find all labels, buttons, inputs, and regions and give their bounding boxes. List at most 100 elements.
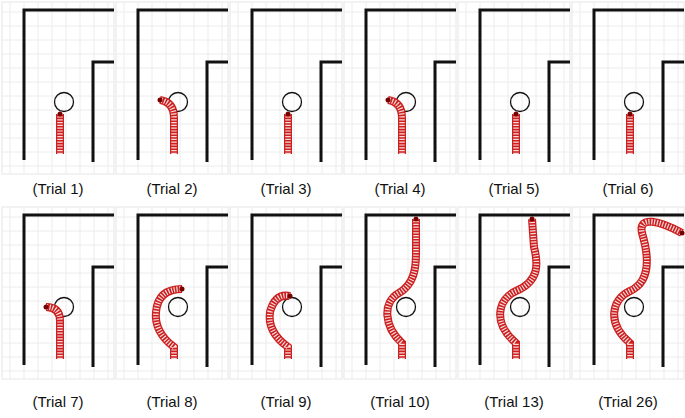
obstacle-circle bbox=[283, 298, 302, 317]
grid-line bbox=[458, 329, 570, 330]
panel-frame bbox=[572, 207, 684, 379]
grid-line bbox=[116, 329, 228, 330]
grid-line bbox=[458, 217, 570, 218]
grid-line bbox=[2, 40, 114, 41]
grid-line bbox=[222, 2, 223, 174]
grid-line bbox=[2, 245, 114, 246]
trajectory-rungs bbox=[160, 100, 174, 154]
trial-caption: (Trial 13) bbox=[458, 393, 570, 411]
panel-frame bbox=[2, 207, 114, 379]
panel-frame bbox=[116, 207, 228, 379]
robot-head bbox=[514, 112, 519, 117]
robot-head bbox=[530, 217, 535, 222]
grid-line bbox=[636, 207, 637, 379]
grid-line bbox=[238, 207, 239, 379]
grid-line bbox=[230, 217, 342, 218]
grid-line bbox=[280, 2, 281, 174]
trial-caption: (Trial 26) bbox=[572, 393, 684, 411]
grid-line bbox=[230, 166, 342, 167]
grid-line bbox=[38, 2, 39, 174]
outer-wall bbox=[24, 10, 114, 160]
trial-panel bbox=[2, 207, 114, 379]
grid-line bbox=[2, 217, 114, 218]
robot-head bbox=[286, 112, 291, 117]
panel-frame bbox=[230, 207, 342, 379]
inner-wall bbox=[549, 62, 570, 162]
inner-wall bbox=[663, 267, 684, 367]
grid-line bbox=[344, 217, 456, 218]
grid-line bbox=[380, 207, 381, 379]
robot-head bbox=[180, 287, 185, 292]
grid-line bbox=[522, 207, 523, 379]
inner-wall bbox=[321, 62, 342, 162]
grid-line bbox=[180, 2, 181, 174]
obstacle-circle bbox=[511, 93, 530, 112]
grid-line bbox=[572, 40, 684, 41]
grid-line bbox=[650, 2, 651, 174]
grid-line bbox=[80, 2, 81, 174]
grid-line bbox=[230, 301, 342, 302]
grid-line bbox=[352, 207, 353, 379]
grid-line bbox=[408, 2, 409, 174]
robot-trajectory bbox=[56, 114, 64, 154]
trial-panel bbox=[572, 2, 684, 174]
robot-head bbox=[58, 112, 63, 117]
grid-line bbox=[564, 2, 565, 174]
grid-line bbox=[494, 2, 495, 174]
grid-line bbox=[230, 231, 342, 232]
robot-head bbox=[680, 231, 685, 236]
grid-line bbox=[2, 371, 114, 372]
grid-line bbox=[230, 40, 342, 41]
trial-caption: (Trial 9) bbox=[230, 393, 342, 411]
grid-line bbox=[572, 301, 684, 302]
grid-line bbox=[2, 231, 114, 232]
grid-line bbox=[2, 26, 114, 27]
grid-line bbox=[10, 207, 11, 379]
outer-wall bbox=[24, 215, 114, 365]
trial-panel bbox=[344, 2, 456, 174]
grid-line bbox=[572, 68, 684, 69]
grid-line bbox=[458, 287, 570, 288]
outer-wall bbox=[366, 10, 456, 160]
grid-line bbox=[238, 2, 239, 174]
grid-line bbox=[344, 245, 456, 246]
grid-line bbox=[52, 207, 53, 379]
grid-line bbox=[572, 273, 684, 274]
obstacle-circle bbox=[511, 298, 530, 317]
trajectory-rungs bbox=[46, 307, 60, 359]
grid-line bbox=[572, 217, 684, 218]
robot-head bbox=[628, 112, 633, 117]
grid-line bbox=[152, 2, 153, 174]
obstacle-circle bbox=[397, 298, 416, 317]
grid-line bbox=[422, 2, 423, 174]
grid-line bbox=[230, 68, 342, 69]
grid-line bbox=[458, 273, 570, 274]
grid-line bbox=[466, 207, 467, 379]
trajectory-rungs bbox=[513, 114, 519, 154]
obstacle-circle bbox=[625, 298, 644, 317]
trial-panel bbox=[458, 207, 570, 379]
grid-line bbox=[336, 2, 337, 174]
grid-line bbox=[152, 207, 153, 379]
outer-wall bbox=[366, 215, 456, 365]
grid-line bbox=[294, 207, 295, 379]
grid-line bbox=[522, 2, 523, 174]
robot-trajectory bbox=[156, 289, 182, 359]
grid-line bbox=[572, 82, 684, 83]
grid-line bbox=[536, 2, 537, 174]
grid-line bbox=[2, 301, 114, 302]
grid-line bbox=[266, 207, 267, 379]
trial-caption: (Trial 5) bbox=[458, 180, 570, 198]
grid-line bbox=[308, 2, 309, 174]
grid-line bbox=[450, 207, 451, 379]
grid-line bbox=[572, 245, 684, 246]
trial-panel bbox=[230, 2, 342, 174]
robot-trajectory bbox=[160, 100, 174, 154]
grid-line bbox=[294, 2, 295, 174]
trajectory-rungs bbox=[387, 219, 416, 359]
outer-wall bbox=[252, 10, 342, 160]
grid-line bbox=[230, 259, 342, 260]
inner-wall bbox=[663, 62, 684, 162]
grid-line bbox=[344, 301, 456, 302]
grid-line bbox=[230, 273, 342, 274]
